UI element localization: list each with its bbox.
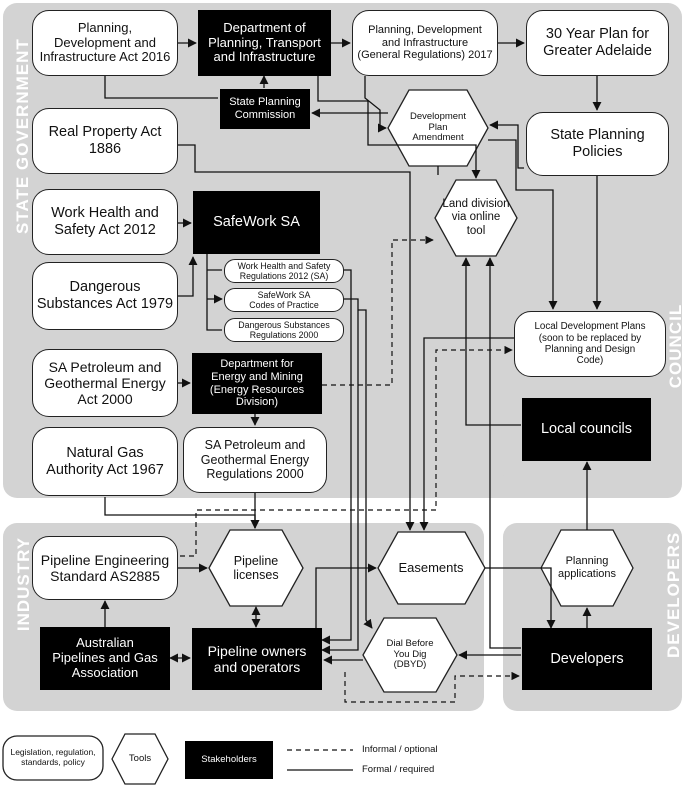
planning-applications-hexagon bbox=[540, 529, 634, 607]
legend-informal-label: Informal / optional bbox=[362, 744, 438, 755]
edge-owners-developers-dashed bbox=[344, 671, 520, 703]
node-30-year-plan: 30 Year Plan for Greater Adelaide bbox=[526, 10, 669, 76]
dev-plan-amendment-hexagon bbox=[387, 89, 489, 167]
edge-dangerous-act-to-safework bbox=[177, 256, 198, 297]
node-sa-petroleum-regs: SA Petroleum and Geothermal Energy Regul… bbox=[183, 427, 327, 493]
region-label-state-government: STATE GOVERNMENT bbox=[13, 38, 32, 234]
edge-safework-to-regs bbox=[206, 254, 222, 331]
edge-owners-to-easements bbox=[315, 563, 377, 630]
node-developers: Developers bbox=[522, 628, 652, 690]
edge-pdi-act-to-commission bbox=[104, 76, 218, 99]
edge-policies-to-dpa bbox=[489, 120, 524, 169]
edge-codes-to-dbyd bbox=[358, 309, 373, 629]
node-pdi-act-2016: Planning, Development and Infrastructure… bbox=[32, 10, 178, 76]
node-whs-act-2012: Work Health and Safety Act 2012 bbox=[32, 189, 178, 255]
legend-legislation-box bbox=[2, 735, 104, 781]
edge-developers-to-land-division bbox=[485, 257, 521, 649]
node-planning-applications: Planning applications bbox=[557, 555, 617, 580]
legend-legislation-label: Legislation, regulation, standards, poli… bbox=[10, 747, 96, 767]
edge-energy-to-land-division-dashed bbox=[322, 235, 434, 386]
node-dept-planning-transport: Department of Planning, Transport and In… bbox=[198, 10, 331, 76]
node-whs-regulations-2012: Work Health and Safety Regulations 2012 … bbox=[224, 259, 344, 283]
edge-standard-to-ldp-dashed bbox=[180, 345, 513, 557]
node-dangerous-substances-regs: Dangerous Substances Regulations 2000 bbox=[224, 318, 344, 342]
region-label-council: COUNCIL bbox=[666, 303, 685, 389]
node-safework-codes: SafeWork SA Codes of Practice bbox=[224, 288, 344, 312]
legend-stakeholders-box bbox=[185, 741, 273, 779]
region-label-developers: DEVELOPERS bbox=[664, 531, 683, 658]
node-dept-energy-mining: Department for Energy and Mining (Energy… bbox=[192, 353, 322, 414]
edge-real-property-to-easements bbox=[178, 144, 415, 531]
node-dbyd: Dial Before You Dig (DBYD) bbox=[386, 637, 434, 671]
region-label-industry: INDUSTRY bbox=[14, 536, 33, 632]
node-pipeline-owners-operators: Pipeline owners and operators bbox=[192, 628, 322, 690]
edge-councils-to-land-division bbox=[461, 257, 521, 426]
edge-councils-to-easements bbox=[419, 337, 521, 531]
legend-tools-hexagon bbox=[111, 733, 169, 785]
node-safework-sa: SafeWork SA bbox=[193, 191, 320, 254]
node-sa-petroleum-act: SA Petroleum and Geothermal Energy Act 2… bbox=[32, 349, 178, 417]
edge-codes-to-owners bbox=[321, 298, 359, 655]
pipeline-licenses-hexagon bbox=[208, 529, 304, 607]
node-land-division-tool: Land division via online tool bbox=[442, 198, 510, 237]
node-pipeline-licenses: Pipeline licenses bbox=[233, 553, 279, 582]
edge-whs-regs-to-owners bbox=[321, 269, 352, 645]
node-natural-gas-act: Natural Gas Authority Act 1967 bbox=[32, 427, 178, 496]
land-division-hexagon bbox=[434, 179, 518, 257]
edge-dept-to-land-division bbox=[317, 76, 481, 179]
node-pipeline-standard-as2885: Pipeline Engineering Standard AS2885 bbox=[32, 536, 178, 600]
node-real-property-act: Real Property Act 1886 bbox=[32, 108, 178, 174]
node-dangerous-substances-act: Dangerous Substances Act 1979 bbox=[32, 262, 178, 330]
legend-tools-label: Tools bbox=[128, 752, 152, 764]
edge-easements-to-developers bbox=[485, 567, 556, 629]
edge-dept-to-dpa bbox=[364, 76, 387, 133]
node-state-planning-policies: State Planning Policies bbox=[526, 112, 669, 176]
legend-stakeholders-label: Stakeholders bbox=[201, 753, 257, 765]
legend-formal-label: Formal / required bbox=[362, 764, 435, 775]
node-pdi-regulations-2017: Planning, Development and Infrastructure… bbox=[352, 10, 498, 76]
node-development-plan-amendment: Development Plan Amendment bbox=[410, 110, 466, 144]
node-state-planning-commission: State Planning Commission bbox=[220, 89, 310, 129]
node-local-councils: Local councils bbox=[522, 398, 651, 461]
node-local-development-plans: Local Development Plans (soon to be repl… bbox=[514, 311, 666, 377]
edge-dpa-to-ldp bbox=[437, 139, 553, 309]
dbyd-hexagon bbox=[362, 617, 458, 693]
node-appga: Australian Pipelines and Gas Association bbox=[40, 627, 170, 690]
node-easements: Easements bbox=[398, 559, 464, 575]
